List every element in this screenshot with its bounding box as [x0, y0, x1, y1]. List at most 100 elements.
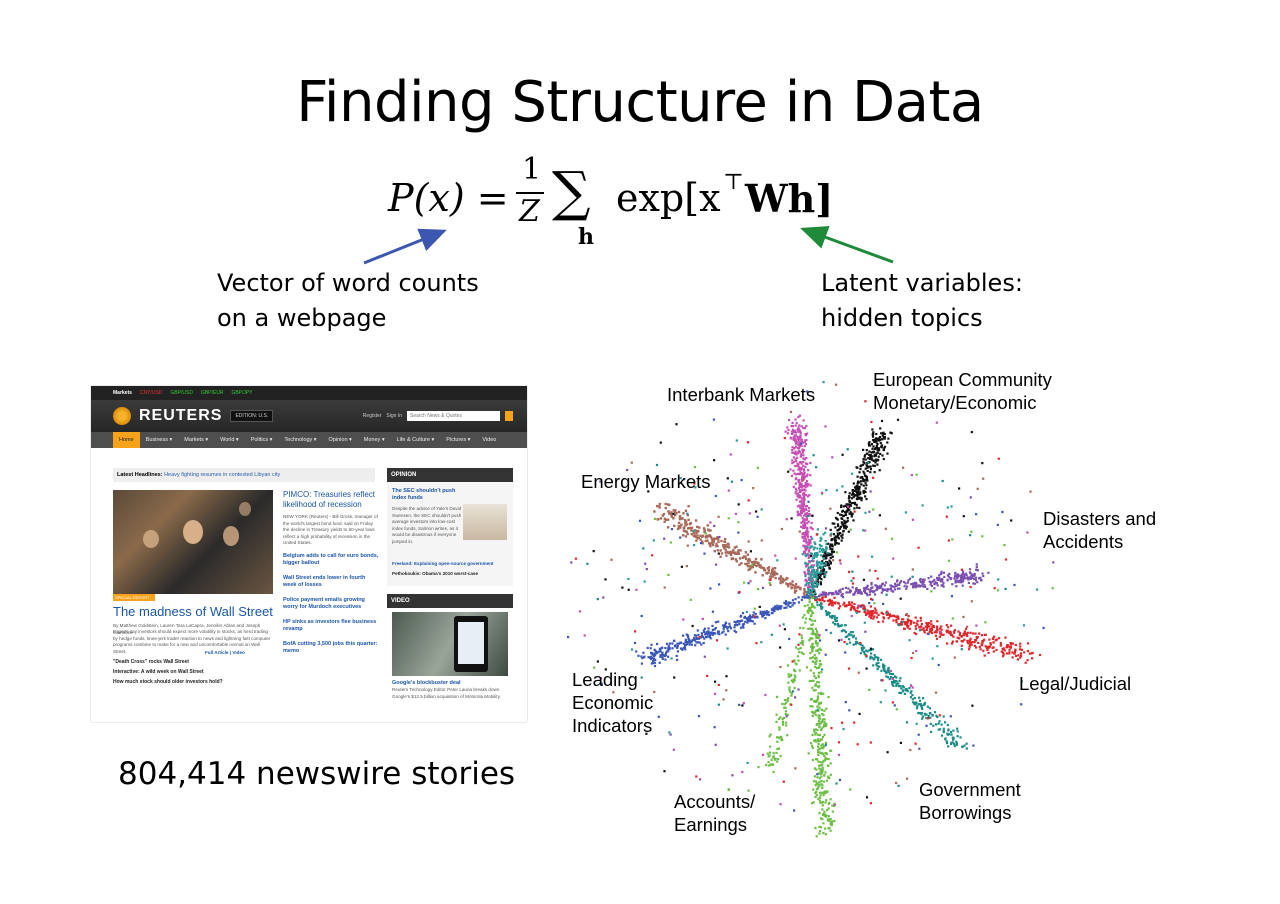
scatter-point	[791, 690, 795, 693]
scatter-point	[663, 770, 666, 773]
scatter-point	[848, 495, 851, 498]
scatter-point	[822, 593, 825, 596]
scatter-point	[698, 526, 701, 529]
scatter-point	[933, 631, 936, 634]
scatter-point	[818, 565, 821, 568]
scatter-point	[962, 576, 965, 579]
scatter-point	[946, 578, 949, 581]
label-leading-line: Leading	[572, 669, 638, 690]
scatter-point	[665, 651, 668, 654]
scatter-point	[685, 523, 689, 526]
scatter-point	[918, 579, 922, 582]
scatter-point	[797, 444, 801, 447]
scatter-point	[928, 712, 931, 715]
scatter-point	[682, 529, 686, 533]
label-european: European Community Monetary/Economic	[873, 368, 1052, 414]
scatter-point	[785, 582, 788, 585]
scatter-point	[869, 453, 872, 457]
scatter-point	[820, 554, 823, 557]
scatter-point	[825, 553, 828, 557]
scatter-point	[610, 558, 613, 561]
scatter-point	[761, 614, 764, 617]
scatter-point	[806, 596, 809, 599]
scatter-point	[661, 646, 664, 649]
scatter-point	[1009, 646, 1012, 649]
scatter-point	[1002, 651, 1005, 654]
scatter-point	[740, 614, 743, 617]
scatter-point	[771, 567, 774, 570]
scatter-point	[805, 617, 808, 620]
scatter-point	[852, 634, 855, 637]
scatter-point	[883, 437, 886, 440]
scatter-point	[864, 458, 867, 461]
scatter-point	[794, 696, 797, 699]
scatter-point	[797, 643, 800, 646]
scatter-point	[799, 434, 802, 438]
scatter-point	[726, 627, 729, 630]
scatter-point	[741, 619, 744, 622]
scatter-point	[809, 541, 812, 545]
scatter-point	[968, 645, 971, 648]
scatter-point	[934, 634, 937, 637]
scatter-point	[658, 647, 661, 650]
scatter-point	[839, 562, 842, 565]
scatter-point	[849, 631, 852, 634]
scatter-point	[808, 679, 811, 683]
scatter-point	[791, 428, 795, 431]
scatter-point	[813, 568, 816, 572]
scatter-point	[767, 571, 770, 574]
scatter-point	[903, 627, 906, 631]
scatter-point	[711, 610, 714, 613]
scatter-point	[705, 636, 708, 639]
scatter-point	[801, 616, 804, 619]
scatter-point	[767, 611, 770, 614]
scatter-point	[791, 446, 794, 449]
scatter-point	[915, 702, 918, 705]
scatter-point	[798, 461, 802, 464]
scatter-point	[693, 482, 696, 485]
scatter-point	[820, 572, 823, 575]
scatter-point	[956, 730, 959, 733]
scatter-point	[783, 579, 786, 582]
scatter-point	[819, 562, 822, 565]
scatter-point	[837, 607, 841, 610]
scatter-point	[803, 544, 806, 547]
scatter-point	[819, 576, 822, 580]
scatter-point	[813, 580, 817, 584]
scatter-point	[885, 675, 888, 678]
scatter-point	[988, 638, 991, 641]
scatter-point	[944, 738, 947, 741]
scatter-point	[885, 670, 888, 673]
scatter-point	[970, 600, 973, 603]
scatter-point	[868, 441, 871, 444]
scatter-point	[741, 704, 744, 707]
scatter-point	[809, 614, 813, 617]
scatter-point	[755, 564, 758, 568]
scatter-point	[853, 510, 856, 513]
scatter-point	[790, 673, 793, 676]
scatter-point	[737, 549, 740, 552]
scatter-point	[816, 758, 819, 761]
scatter-point	[741, 624, 744, 627]
scatter-point	[814, 542, 817, 545]
scatter-point	[880, 446, 883, 449]
scatter-point	[669, 541, 672, 544]
scatter-point	[933, 583, 936, 586]
scatter-point	[809, 526, 812, 529]
scatter-point	[788, 688, 791, 691]
scatter-point	[801, 448, 804, 451]
scatter-point	[810, 623, 813, 626]
scatter-point	[869, 468, 872, 471]
scatter-point	[872, 431, 875, 434]
scatter-point	[868, 457, 871, 460]
scatter-point	[813, 564, 816, 567]
scatter-point	[840, 594, 843, 597]
scatter-point	[802, 476, 805, 479]
scatter-point	[823, 774, 826, 777]
scatter-point	[906, 690, 909, 693]
scatter-point	[811, 660, 814, 663]
scatter-point	[807, 550, 810, 553]
scatter-point	[918, 712, 921, 715]
scatter-point	[794, 464, 797, 468]
formula-rhs-end: Wh]	[745, 176, 834, 221]
